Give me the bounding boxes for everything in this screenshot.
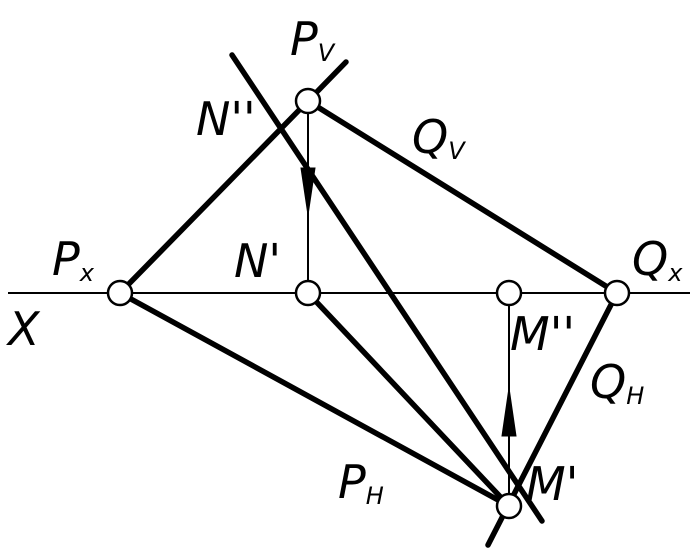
point-n-double-prime (294, 87, 322, 115)
arrow-up-icon (501, 387, 517, 437)
label-m-prime: M' (526, 457, 578, 511)
x-axis-label: X (6, 302, 41, 356)
trace-qv-line (305, 98, 620, 296)
line-n-prime-m-prime (305, 290, 512, 509)
label-qv: QV (412, 110, 466, 165)
label-n-prime: N' (234, 234, 281, 288)
label-px: Px (52, 232, 95, 287)
trace-pv-line (117, 98, 311, 296)
plane-line-pv-extension (229, 52, 545, 524)
trace-ph-line (117, 290, 512, 509)
point-qx (603, 279, 631, 307)
point-m-prime (495, 492, 523, 520)
label-qh: QH (590, 355, 644, 410)
point-n-prime (294, 279, 322, 307)
label-m-double-prime: M'' (510, 307, 575, 361)
label-pv: PV (290, 12, 336, 67)
label-qx: Qx (632, 232, 683, 287)
label-n-double-prime: N'' (196, 92, 256, 146)
point-px (106, 279, 134, 307)
point-m-double-prime (495, 279, 523, 307)
label-ph: PH (338, 455, 384, 510)
